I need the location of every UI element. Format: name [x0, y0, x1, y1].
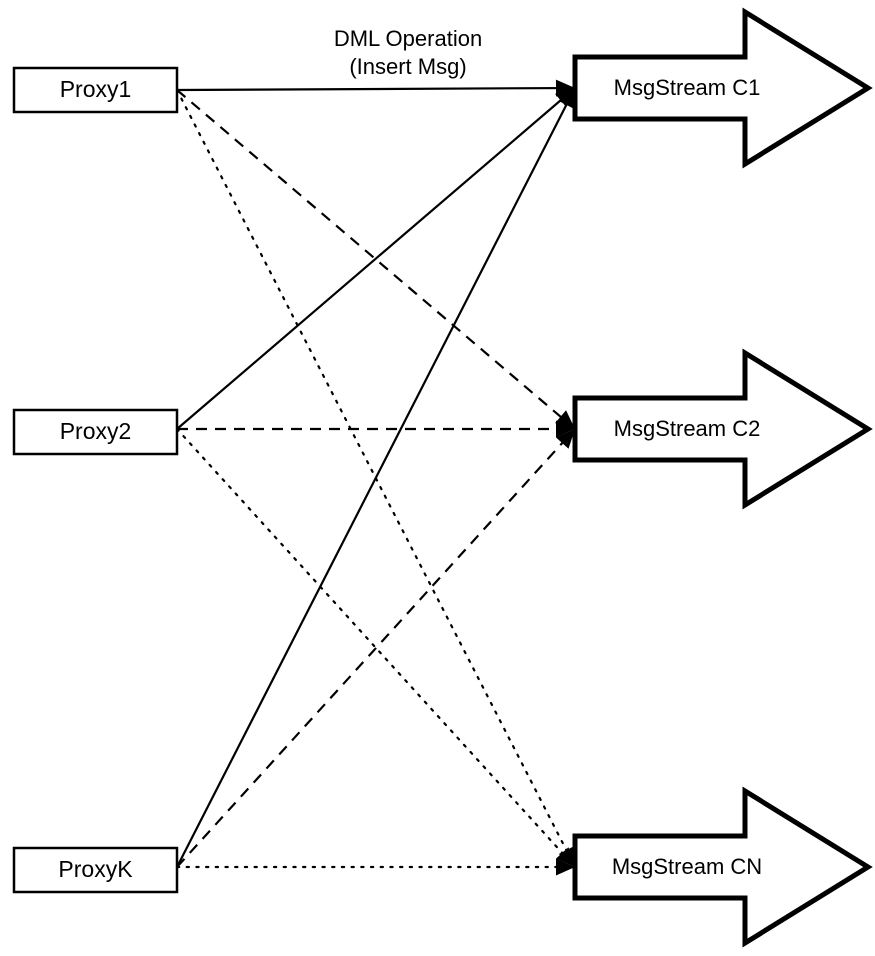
msgstream-label-c1: MsgStream C1 — [614, 75, 761, 100]
proxy-node-proxy2[interactable]: Proxy2 — [12, 408, 179, 456]
edge-proxy2-cn — [175, 427, 570, 861]
edge-proxy1-c1 — [176, 86, 566, 92]
edge-proxy2-c1 — [176, 93, 569, 430]
arrowhead-proxyk-cn — [556, 858, 575, 876]
msgstream-label-cn: MsgStream CN — [612, 854, 762, 879]
edge-proxy1-c2 — [176, 89, 569, 424]
edge-label-group: DML Operation (Insert Msg) — [334, 26, 482, 79]
proxy-box-proxy2 — [12, 408, 179, 456]
arrowheads-layer — [555, 79, 575, 876]
proxy-label-proxy2: Proxy2 — [60, 418, 132, 444]
streams-layer: MsgStream C1 MsgStream C2 MsgStream CN — [572, 7, 873, 948]
arrowhead-proxy2-cn — [555, 847, 575, 867]
edge-proxy1-cn — [175, 88, 572, 860]
msgstream-arrow-shape-cn — [572, 786, 873, 948]
proxy-node-proxy1[interactable]: Proxy1 — [12, 66, 179, 114]
proxy-label-proxyk: ProxyK — [58, 856, 133, 882]
proxy-node-proxyk[interactable]: ProxyK — [12, 846, 179, 894]
edges-layer — [175, 86, 572, 869]
edge-proxyk-c1 — [176, 96, 572, 868]
msgstream-arrow-shape-c1 — [572, 7, 873, 169]
arrowhead-proxyk-c2 — [555, 429, 575, 449]
arrowhead-proxyk-c1 — [558, 88, 575, 109]
msgstream-cn[interactable]: MsgStream CN — [572, 786, 873, 948]
proxy-label-proxy1: Proxy1 — [60, 76, 132, 102]
arrowhead-proxy2-c2 — [556, 420, 575, 438]
msgstream-c1[interactable]: MsgStream C1 — [572, 7, 873, 169]
msgstream-label-c2: MsgStream C2 — [614, 416, 761, 441]
proxy-box-proxy1 — [12, 66, 179, 114]
msgstream-c2[interactable]: MsgStream C2 — [572, 348, 873, 510]
edge-proxyk-c2 — [176, 435, 570, 868]
edge-label-line2: (Insert Msg) — [349, 54, 466, 79]
edge-label-line1: DML Operation — [334, 26, 482, 51]
proxy-box-proxyk — [12, 846, 179, 894]
msgstream-arrow-shape-c2 — [572, 348, 873, 510]
